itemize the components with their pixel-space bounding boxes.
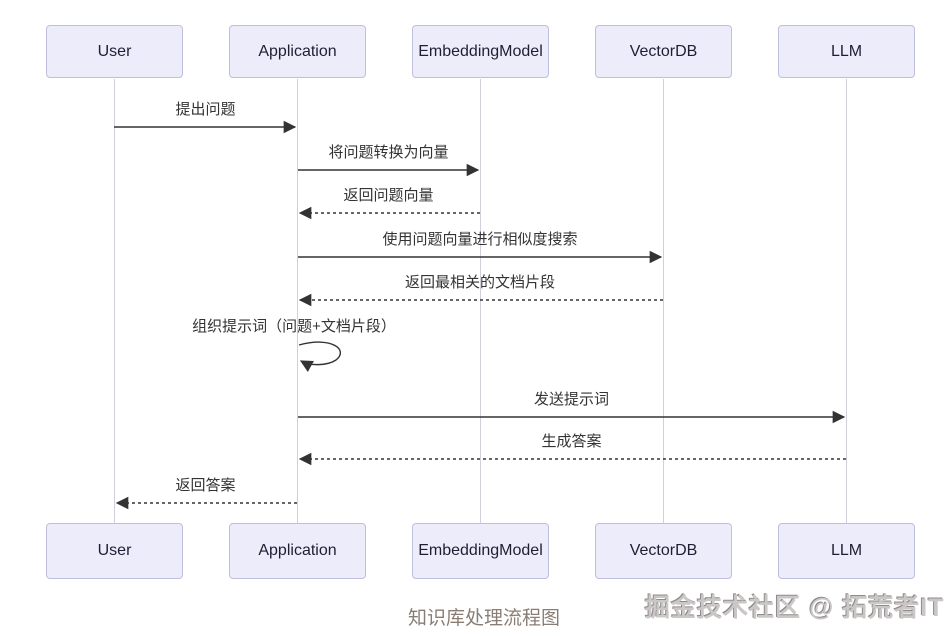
message-label-return-answer: 返回答案: [175, 477, 236, 494]
actor-label: VectorDB: [629, 42, 698, 60]
message-label-generate-answer: 生成答案: [541, 433, 602, 450]
actor-label: EmbeddingModel: [418, 42, 543, 60]
actor-top-user: User: [46, 25, 183, 78]
message-label-compose-prompt: 组织提示词（问题+文档片段）: [192, 318, 396, 335]
actor-bottom-vectordb: VectorDB: [595, 523, 732, 579]
actor-label: VectorDB: [629, 542, 698, 559]
message-label-similarity-search: 使用问题向量进行相似度搜索: [382, 231, 578, 248]
message-label-return-documents: 返回最相关的文档片段: [404, 274, 555, 291]
message-label-return-vector: 返回问题向量: [343, 187, 434, 204]
actor-top-embeddingmodel: EmbeddingModel: [412, 25, 549, 78]
diagram-caption: 知识库处理流程图: [407, 608, 560, 629]
actor-bottom-application: Application: [229, 523, 366, 579]
actor-bottom-user: User: [46, 523, 183, 579]
arrow-self-loop-compose-prompt: [298, 341, 342, 373]
actor-top-application: Application: [229, 25, 366, 78]
actor-top-vectordb: VectorDB: [595, 25, 732, 78]
actor-bottom-llm: LLM: [778, 523, 915, 579]
actor-label: EmbeddingModel: [418, 542, 543, 559]
actor-top-llm: LLM: [778, 25, 915, 78]
watermark-text: 掘金技术社区 @ 拓荒者IT: [645, 594, 945, 622]
actor-bottom-embeddingmodel: EmbeddingModel: [412, 523, 549, 579]
message-label-send-prompt: 发送提示词: [533, 391, 609, 408]
message-label-convert-to-vector: 将问题转换为向量: [328, 144, 449, 161]
actor-label: LLM: [830, 42, 863, 60]
actor-label: User: [97, 542, 132, 559]
message-label-ask-question: 提出问题: [175, 101, 236, 118]
actor-label: Application: [258, 542, 337, 559]
actor-label: User: [97, 42, 132, 60]
actor-label: Application: [258, 42, 337, 60]
actor-label: LLM: [830, 542, 863, 559]
